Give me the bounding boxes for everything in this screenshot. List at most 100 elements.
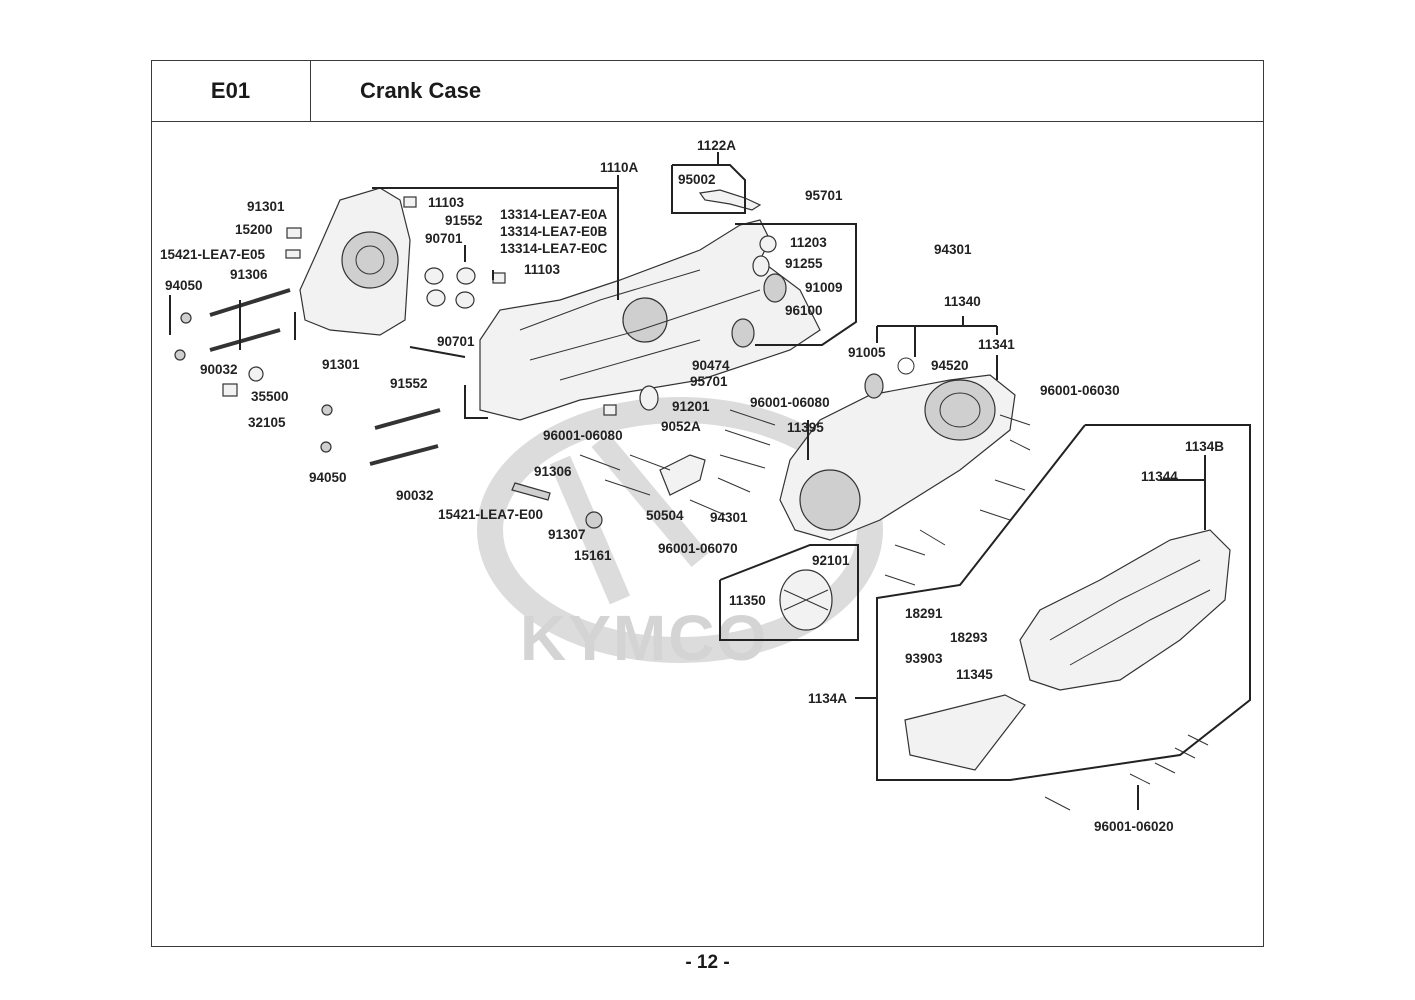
callout-label: 91552 xyxy=(390,376,428,391)
callout-label: 15421-LEA7-E05 xyxy=(160,247,266,262)
leader-lines xyxy=(169,152,1251,810)
callout-label: 18291 xyxy=(905,606,943,621)
callout-label: 96001-06080 xyxy=(543,428,623,443)
callout-label: 94301 xyxy=(710,510,748,525)
bolt xyxy=(604,479,651,496)
cap-ribs xyxy=(783,589,829,611)
bearing-96100 xyxy=(731,318,755,348)
outer-cover-body xyxy=(1019,529,1231,691)
bolt xyxy=(919,529,946,546)
sensor-32105 xyxy=(222,383,238,397)
sensor-35500 xyxy=(248,366,264,382)
bolts xyxy=(579,409,1209,811)
callout-label: 94050 xyxy=(309,470,347,485)
stud xyxy=(374,408,441,430)
leader xyxy=(409,346,466,358)
seal-91005 xyxy=(864,373,884,399)
cap-11350 xyxy=(779,569,833,631)
callout-label: 1134A xyxy=(808,691,847,706)
callout-label: 91009 xyxy=(805,280,843,295)
callout-label: 90032 xyxy=(396,488,434,503)
leader-right-bearings-box xyxy=(735,223,857,346)
main-case-ribs xyxy=(519,269,761,381)
callout-label: 50504 xyxy=(646,508,684,523)
callout-label: 90701 xyxy=(425,231,463,246)
bushing-11103 xyxy=(403,196,417,208)
bolt xyxy=(629,454,671,471)
header-divider xyxy=(151,121,1264,122)
callout-label: 95701 xyxy=(805,188,843,203)
callout-label: 96001-06030 xyxy=(1040,383,1120,398)
callout-label: 93903 xyxy=(905,651,943,666)
bolt xyxy=(1129,773,1151,785)
callout-label: 11395 xyxy=(787,420,824,435)
bolt xyxy=(884,574,916,586)
callout-label: 91201 xyxy=(672,399,710,414)
seal-91201 xyxy=(639,385,659,411)
callout-label: 91306 xyxy=(230,267,268,282)
callout-label: 11350 xyxy=(729,593,766,608)
main-case-bore xyxy=(622,297,668,343)
section-code: E01 xyxy=(151,60,311,122)
kymco-watermark: KYMCO xyxy=(477,397,883,674)
bearing-91009 xyxy=(763,273,787,303)
callout-label: 9052A xyxy=(661,419,701,434)
leader xyxy=(1160,479,1206,530)
callout-label: 95002 xyxy=(678,172,716,187)
bolt xyxy=(729,409,776,426)
cover-inspection-window xyxy=(799,469,861,531)
leader-1134B-box xyxy=(876,424,1251,781)
nut xyxy=(320,441,332,453)
bolt xyxy=(979,509,1011,521)
callout-label: 11203 xyxy=(790,235,827,250)
left-case-bore xyxy=(341,231,399,289)
outer-cover-11344 xyxy=(1019,529,1231,691)
callout-label: 90032 xyxy=(200,362,238,377)
callout-label: 13314-LEA7-E0B xyxy=(500,224,608,239)
bearing-shell xyxy=(456,267,476,285)
callout-label: 1122A xyxy=(697,138,736,153)
bolt xyxy=(717,477,751,493)
callout-label: 90474 xyxy=(692,358,730,373)
stud xyxy=(209,288,291,317)
watermark-k-stroke xyxy=(549,432,709,605)
watermark-brand-text: KYMCO xyxy=(520,602,768,674)
bolt xyxy=(994,479,1026,491)
circlip-94520 xyxy=(897,357,915,375)
outer-cover-ribs xyxy=(1049,559,1211,666)
bolt xyxy=(1174,747,1196,759)
bolt xyxy=(689,499,726,516)
callout-label: 91255 xyxy=(785,256,823,271)
nut xyxy=(321,404,333,416)
callout-label: 91301 xyxy=(247,199,285,214)
screen-15421-e00 xyxy=(511,482,551,501)
callout-label: 91307 xyxy=(548,527,586,542)
bushing-11103 xyxy=(492,272,506,284)
crankcase-left-half xyxy=(299,187,411,336)
bolt xyxy=(719,454,766,469)
cover-fan-bulge xyxy=(924,379,996,441)
bushings xyxy=(222,189,762,529)
left-crankcase-cover xyxy=(779,374,1016,541)
leader-1122A-box xyxy=(671,164,746,214)
callout-label: 32105 xyxy=(248,415,286,430)
callout-label: 96001-06080 xyxy=(750,395,830,410)
left-case-bore-inner xyxy=(355,245,385,275)
hose-95002 xyxy=(698,189,762,211)
callout-label: 15200 xyxy=(235,222,273,237)
bolt xyxy=(1044,796,1071,811)
diagram-frame xyxy=(151,60,1264,947)
callout-label: 11103 xyxy=(428,195,465,210)
bearings xyxy=(639,235,915,411)
callout-label: 94520 xyxy=(931,358,969,373)
callout-label: 91005 xyxy=(848,345,886,360)
callout-label: 96100 xyxy=(785,303,823,318)
callout-label: 96001-06020 xyxy=(1094,819,1174,834)
bolt xyxy=(579,454,621,471)
bearing-shell xyxy=(424,267,444,285)
callout-label: 1110A xyxy=(600,160,639,175)
callout-label: 13314-LEA7-E0C xyxy=(500,241,608,256)
seal-91255 xyxy=(752,255,770,277)
leader xyxy=(464,385,488,419)
callout-label: 13314-LEA7-E0A xyxy=(500,207,608,222)
